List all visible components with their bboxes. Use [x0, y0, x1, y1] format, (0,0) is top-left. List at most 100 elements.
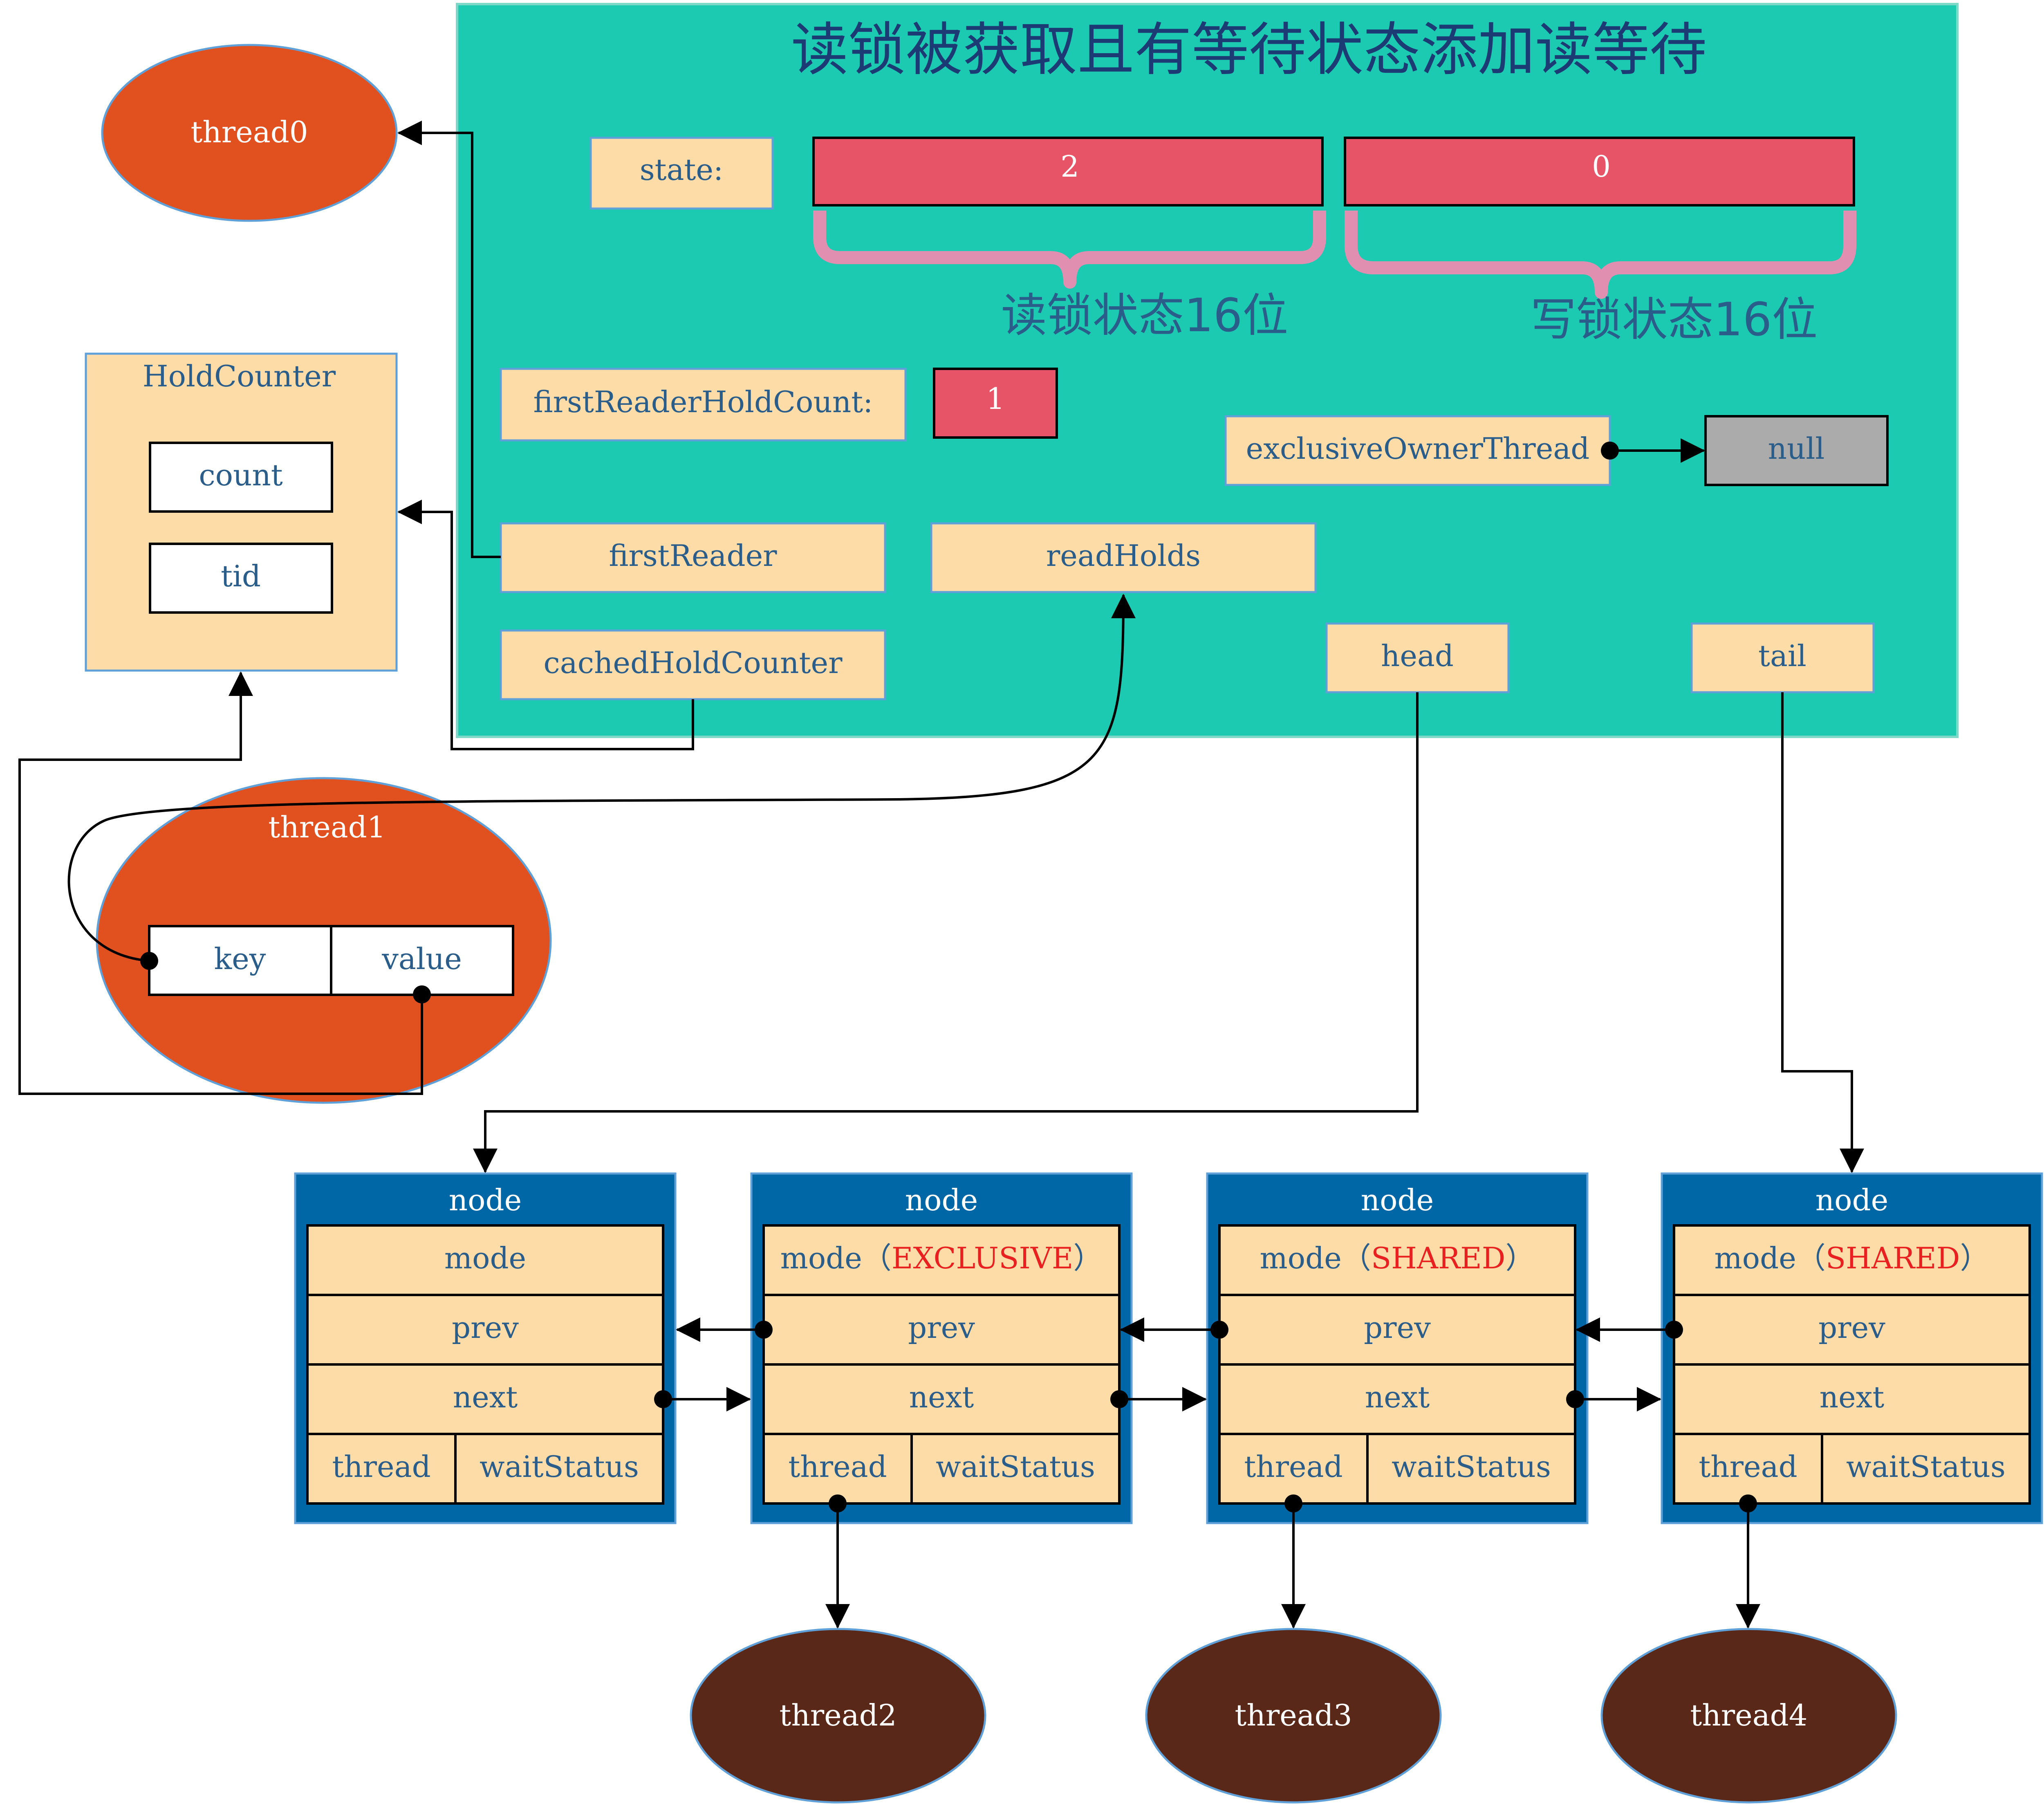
node-thread-cell — [306, 1433, 457, 1505]
node-2: node mode（SHARED） prev next thread waitS… — [1206, 1172, 1589, 1524]
state-label: state: — [640, 153, 724, 187]
node-thread-label: thread — [1244, 1449, 1342, 1484]
thread0-ellipse: thread0 — [101, 44, 398, 222]
node-mode-cell — [1673, 1224, 2031, 1296]
node-title: node — [905, 1183, 978, 1217]
write-state-cell: 0 — [1344, 137, 1855, 206]
first-reader-label: firstReader — [609, 539, 777, 573]
exclusive-owner-thread-field: exclusiveOwnerThread — [1224, 415, 1611, 486]
node2-prev-dot — [1210, 1321, 1228, 1339]
exclusive-owner-thread-value: null — [1768, 431, 1825, 466]
cached-hold-counter-to-hold-counter-arrow — [397, 500, 694, 750]
head-label: head — [1381, 639, 1454, 673]
node-wait-status-cell — [1366, 1433, 1576, 1505]
node-mode-value: SHARED — [1826, 1241, 1960, 1275]
node-mode-label: mode（EXCLUSIVE） — [780, 1241, 1103, 1275]
node-1: node mode（EXCLUSIVE） prev next thread wa… — [750, 1172, 1133, 1524]
node-mode-cell — [306, 1224, 664, 1296]
node1-prev-dot — [755, 1321, 773, 1339]
node2-thread-dot — [1284, 1494, 1302, 1512]
write-state-brace — [1345, 211, 1856, 299]
tail-field: tail — [1690, 622, 1875, 693]
thread1-key-cell — [148, 925, 332, 996]
thread1-value-to-hold-counter-arrow — [18, 671, 423, 1095]
thread1-key-to-read-holds-arrow — [67, 594, 1136, 962]
node1-thread-dot — [829, 1494, 847, 1512]
thread1-value-dot — [413, 985, 431, 1003]
hold-counter-tid-cell — [149, 543, 333, 614]
node-mode-cell — [762, 1224, 1121, 1296]
node-prev-label: prev — [908, 1310, 975, 1345]
thread1-ellipse: thread1 key value — [96, 777, 552, 1104]
node-title: node — [1361, 1183, 1434, 1217]
thread1-label: thread1 — [268, 810, 385, 844]
panel-title: 读锁被获取且有等待状态添加读等待 — [791, 17, 1707, 83]
node-prev-label: prev — [1364, 1310, 1431, 1345]
node-title: node — [1815, 1183, 1888, 1217]
node-mode-label: mode — [444, 1241, 526, 1275]
node-next-label: next — [1365, 1380, 1430, 1414]
node-mode-cell — [1218, 1224, 1576, 1296]
node-next-label: next — [453, 1380, 518, 1414]
node-prev-cell — [1218, 1294, 1576, 1366]
node0-next-dot — [654, 1390, 672, 1408]
thread3-ellipse: thread3 — [1145, 1628, 1442, 1804]
read-holds-field: readHolds — [930, 522, 1317, 593]
node3-thread-dot — [1739, 1494, 1757, 1512]
read-state-brace — [813, 211, 1326, 289]
node-next-label: next — [909, 1380, 974, 1414]
hold-counter-title: HoldCounter — [143, 359, 336, 393]
thread3-label: thread3 — [1235, 1698, 1352, 1732]
read-holds-label: readHolds — [1046, 539, 1201, 573]
node-mode-value: EXCLUSIVE — [892, 1241, 1074, 1275]
write-state-value: 0 — [1592, 149, 1611, 184]
state-field: state: — [589, 137, 774, 210]
cached-hold-counter-field: cachedHoldCounter — [500, 629, 886, 700]
node-wait-status-cell — [910, 1433, 1121, 1505]
hold-counter-count-cell — [149, 442, 333, 513]
node1-next-dot — [1110, 1390, 1128, 1408]
node-thread-cell — [762, 1433, 913, 1505]
thread1-value-cell — [330, 925, 514, 996]
exclusive-owner-thread-null-cell: null — [1704, 415, 1889, 486]
node-prev-cell — [306, 1294, 664, 1366]
head-to-first-node-arrow — [473, 692, 1419, 1173]
node-prev-cell — [762, 1294, 1121, 1366]
head-field: head — [1325, 622, 1510, 693]
node3-prev-dot — [1665, 1321, 1683, 1339]
thread2-ellipse: thread2 — [690, 1628, 986, 1804]
thread1-key-dot — [140, 952, 158, 970]
node-3: node mode（SHARED） prev next thread waitS… — [1661, 1172, 2043, 1524]
node-wait-status-label: waitStatus — [1846, 1449, 2006, 1484]
hold-counter-count-label: count — [199, 458, 282, 492]
read-state-caption: 读锁状态16位 — [1001, 289, 1289, 342]
first-reader-field: firstReader — [500, 522, 886, 593]
sync-state-panel: 读锁被获取且有等待状态添加读等待 state: 2 0 读锁状态16位 写锁状态… — [456, 3, 1959, 738]
tail-label: tail — [1758, 639, 1806, 673]
first-reader-hold-count-value: 1 — [986, 381, 1005, 416]
exclusive-owner-dot — [1601, 442, 1619, 460]
hold-counter-box: HoldCounter count tid — [85, 352, 398, 672]
node-next-label: next — [1820, 1380, 1885, 1414]
thread4-label: thread4 — [1690, 1698, 1807, 1732]
node-prev-cell — [1673, 1294, 2031, 1366]
read-state-value: 2 — [1060, 149, 1079, 184]
thread1-value-label: value — [381, 942, 462, 976]
node-title: node — [449, 1183, 522, 1217]
node-0: node mode prev next thread waitStatus — [294, 1172, 677, 1524]
node-mode-label: mode（SHARED） — [1260, 1241, 1535, 1275]
node-thread-label: thread — [1699, 1449, 1797, 1484]
connectors — [18, 121, 1864, 1629]
exclusive-owner-thread-label: exclusiveOwnerThread — [1246, 431, 1590, 466]
first-reader-hold-count-field: firstReaderHoldCount: — [500, 368, 907, 442]
node-thread-cell — [1218, 1433, 1369, 1505]
node-next-cell — [1673, 1363, 2031, 1435]
node-wait-status-label: waitStatus — [936, 1449, 1095, 1484]
thread4-ellipse: thread4 — [1600, 1628, 1897, 1804]
hold-counter-tid-label: tid — [221, 559, 261, 593]
node-wait-status-cell — [454, 1433, 664, 1505]
first-reader-hold-count-label: firstReaderHoldCount: — [533, 385, 873, 419]
node-thread-label: thread — [788, 1449, 887, 1484]
node-mode-label: mode（SHARED） — [1715, 1241, 1990, 1275]
